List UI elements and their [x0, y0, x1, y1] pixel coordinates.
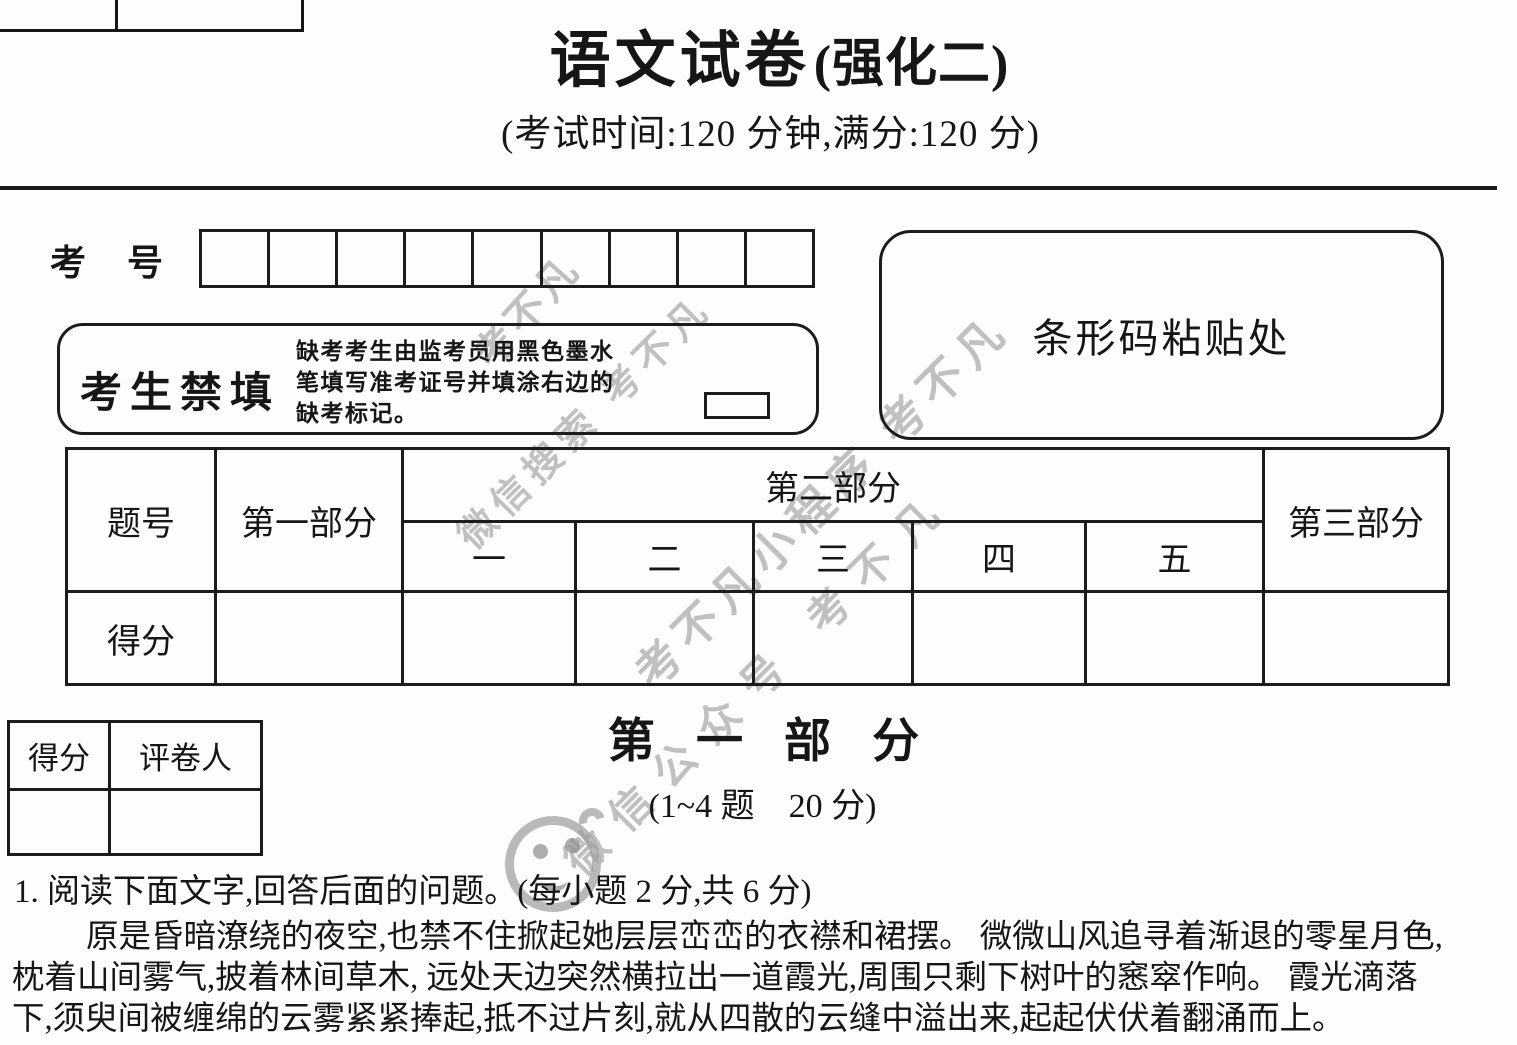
barcode-paste-area[interactable]: 条形码粘贴处: [879, 230, 1444, 440]
grader-score-table: 得分 评卷人: [7, 720, 263, 856]
score-cell-part2-5[interactable]: [1084, 590, 1265, 686]
score-cell-part2-3[interactable]: [752, 590, 914, 686]
grader-score-label: 得分: [7, 720, 111, 791]
passage-line: 下,须臾间被缠绵的云雾紧紧捧起,抵不过片刻,就从四散的云缝中溢出来,起起伏伏着翻…: [12, 1001, 1345, 1037]
exam-number-box[interactable]: [607, 232, 676, 285]
exam-number-box[interactable]: [202, 232, 267, 285]
part2-header: 第二部分: [401, 447, 1265, 523]
grader-person-label: 评卷人: [108, 720, 263, 791]
instruction-line: 缺考标记。: [296, 400, 419, 426]
part2-sub-header-4: 四: [911, 520, 1087, 593]
part3-header: 第三部分: [1262, 447, 1450, 593]
reading-passage: 原是昏暗潦绕的夜空,也禁不住掀起她层层峦峦的衣襟和裙摆。 微微山风追寻着渐退的零…: [12, 917, 1512, 1040]
fragment-divider: [115, 0, 118, 29]
part2-sub-header-5: 五: [1084, 520, 1265, 593]
exam-number-box[interactable]: [743, 232, 812, 285]
exam-number-label: 考 号: [50, 243, 180, 283]
exam-number-box[interactable]: [539, 232, 608, 285]
exam-number-box[interactable]: [675, 232, 744, 285]
exam-number-boxes: [199, 229, 815, 288]
absent-mark-box[interactable]: [704, 392, 770, 419]
forbidden-box-instructions: 缺考考生由监考员用黑色墨水 笔填写准考证号并填涂右边的 缺考标记。: [296, 336, 636, 429]
exam-number-box[interactable]: [471, 232, 539, 285]
exam-number-box[interactable]: [335, 232, 403, 285]
paper-title: 语文试卷 (强化二): [21, 10, 1517, 99]
paper-title-suffix: (强化二): [813, 36, 1010, 93]
part2-sub-header-2: 二: [574, 520, 755, 593]
score-cell-part3[interactable]: [1262, 590, 1450, 686]
logo-left-eye: [533, 844, 548, 859]
exam-number-box[interactable]: [403, 232, 471, 285]
part2-sub-header-1: 一: [401, 520, 577, 593]
question-number-header: 题号: [65, 447, 217, 593]
part2-sub-header-3: 三: [752, 520, 914, 593]
instruction-line: 笔填写准考证号并填涂右边的: [296, 369, 615, 395]
score-summary-table: 题号 第一部分 第二部分 第三部分 一 二 三 四 五 得分: [65, 447, 1450, 686]
horizontal-rule: [0, 186, 1497, 190]
grader-score-cell[interactable]: [7, 788, 111, 856]
passage-line: 原是昏暗潦绕的夜空,也禁不住掀起她层层峦峦的衣襟和裙摆。 微微山风追寻着渐退的零…: [86, 919, 1443, 955]
grader-person-cell[interactable]: [108, 788, 263, 856]
logo-right-eye: [565, 838, 580, 853]
score-cell-part1[interactable]: [214, 590, 404, 686]
section-one-subheading: (1~4 题 20 分): [648, 788, 877, 825]
barcode-paste-label: 条形码粘贴处: [1032, 316, 1291, 361]
exam-number-box[interactable]: [267, 232, 335, 285]
forbidden-box-label: 考生禁填: [80, 369, 281, 416]
score-cell-part2-4[interactable]: [911, 590, 1087, 686]
paper-subtitle: (考试时间:120 分钟,满分:120 分): [501, 114, 1040, 155]
cutoff-table-fragment: [0, 0, 304, 32]
candidate-forbidden-box: 考生禁填 缺考考生由监考员用黑色墨水 笔填写准考证号并填涂右边的 缺考标记。: [57, 323, 819, 435]
instruction-line: 缺考考生由监考员用黑色墨水: [296, 338, 615, 364]
score-cell-part2-1[interactable]: [401, 590, 577, 686]
section-one-heading: 第 一 部 分: [607, 714, 934, 767]
passage-line: 枕着山间雾气,披着林间草木, 远处天边突然横拉出一道霞光,周围只剩下树叶的窸窣作…: [12, 960, 1418, 996]
paper-title-main: 语文试卷: [549, 26, 810, 94]
score-row-header: 得分: [65, 590, 217, 686]
question-1-stem: 1. 阅读下面文字,回答后面的问题。(每小题 2 分,共 6 分): [14, 874, 812, 910]
part1-header: 第一部分: [214, 447, 404, 593]
score-cell-part2-2[interactable]: [574, 590, 755, 686]
